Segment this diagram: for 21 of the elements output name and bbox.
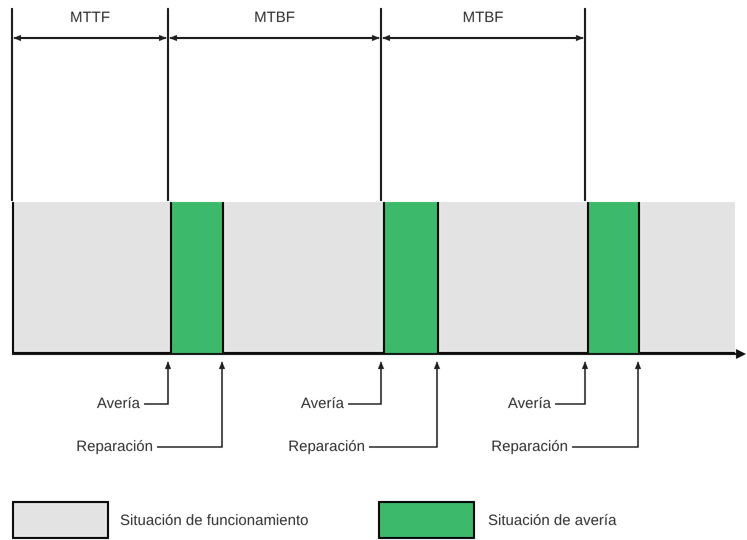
leader-line <box>157 361 226 448</box>
interval-label: MTBF <box>253 8 296 28</box>
event-label: Reparación <box>491 437 568 457</box>
failure-block <box>587 202 640 354</box>
event-label: Avería <box>96 394 140 414</box>
leader-line <box>572 361 642 448</box>
legend-text: Situación de funcionamiento <box>120 511 308 531</box>
interval-label: MTBF <box>462 8 504 28</box>
event-label: Reparación <box>288 437 365 457</box>
leader-line <box>369 361 440 448</box>
event-label: Avería <box>300 394 344 414</box>
legend-text: Situación de avería <box>488 511 616 531</box>
failure-block <box>383 202 439 354</box>
leader-line <box>144 361 172 405</box>
leader-line <box>348 361 384 405</box>
event-label: Avería <box>508 394 551 414</box>
event-label: Reparación <box>76 437 153 457</box>
operating-band <box>12 202 735 354</box>
failure-block <box>170 202 224 354</box>
leader-line <box>555 361 588 405</box>
interval-label: MTTF <box>69 8 111 28</box>
